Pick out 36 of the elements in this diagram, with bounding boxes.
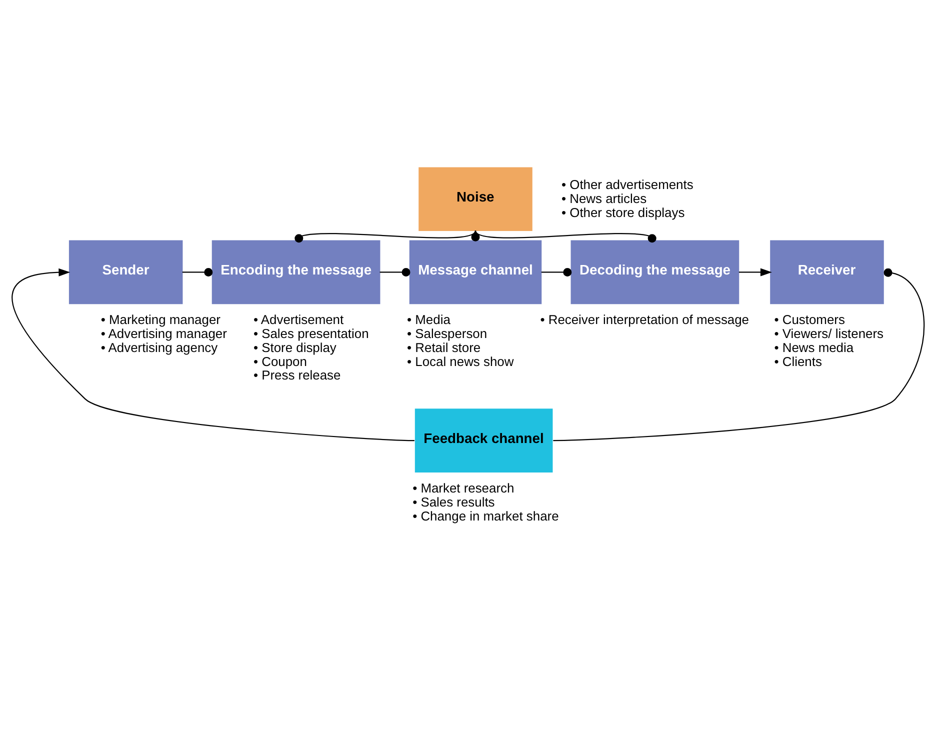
node-label: • Receiver interpretation of message xyxy=(540,312,750,328)
connector xyxy=(541,268,572,276)
node-label: • Press release xyxy=(253,368,341,383)
node-label: • Retail store xyxy=(407,340,481,355)
connector xyxy=(553,268,925,442)
arrow xyxy=(12,268,414,442)
node-box: Encoding the message xyxy=(212,240,380,304)
node-box: Noise xyxy=(418,167,532,232)
node-label: • Salesperson xyxy=(407,326,488,342)
node-label: • Store display xyxy=(253,340,336,355)
node-label: • Customers xyxy=(774,312,845,328)
connector xyxy=(380,268,410,276)
node-label: • News media xyxy=(774,340,854,355)
node-label: • Marketing manager xyxy=(100,312,220,328)
node-label: • Sales presentation xyxy=(253,326,369,342)
node-label: • Change in market share xyxy=(412,508,559,524)
node-label: • Clients xyxy=(774,354,822,369)
node-label: • News articles xyxy=(562,191,647,206)
node-label: • Other store displays xyxy=(562,204,685,220)
node-box: Decoding the message xyxy=(570,240,740,304)
node-label: • Advertising agency xyxy=(100,340,218,355)
node-label: • Other advertisements xyxy=(562,177,694,192)
node-label: • Advertising manager xyxy=(100,326,227,342)
arrow xyxy=(738,268,772,276)
connector xyxy=(182,268,213,276)
node-label: • Sales results xyxy=(412,494,495,510)
node-box: Feedback channel xyxy=(414,408,553,472)
node-box: Receiver xyxy=(770,240,884,304)
node-label: • Coupon xyxy=(253,354,307,369)
node-label: • Advertisement xyxy=(253,312,344,328)
node-label: • Media xyxy=(407,312,450,328)
node-box: Message channel xyxy=(409,240,542,304)
node-label: • Market research xyxy=(412,480,514,496)
node-box: Sender xyxy=(68,240,183,304)
node-label: • Local news show xyxy=(407,354,514,369)
node-label: • Viewers/ listeners xyxy=(774,326,884,342)
